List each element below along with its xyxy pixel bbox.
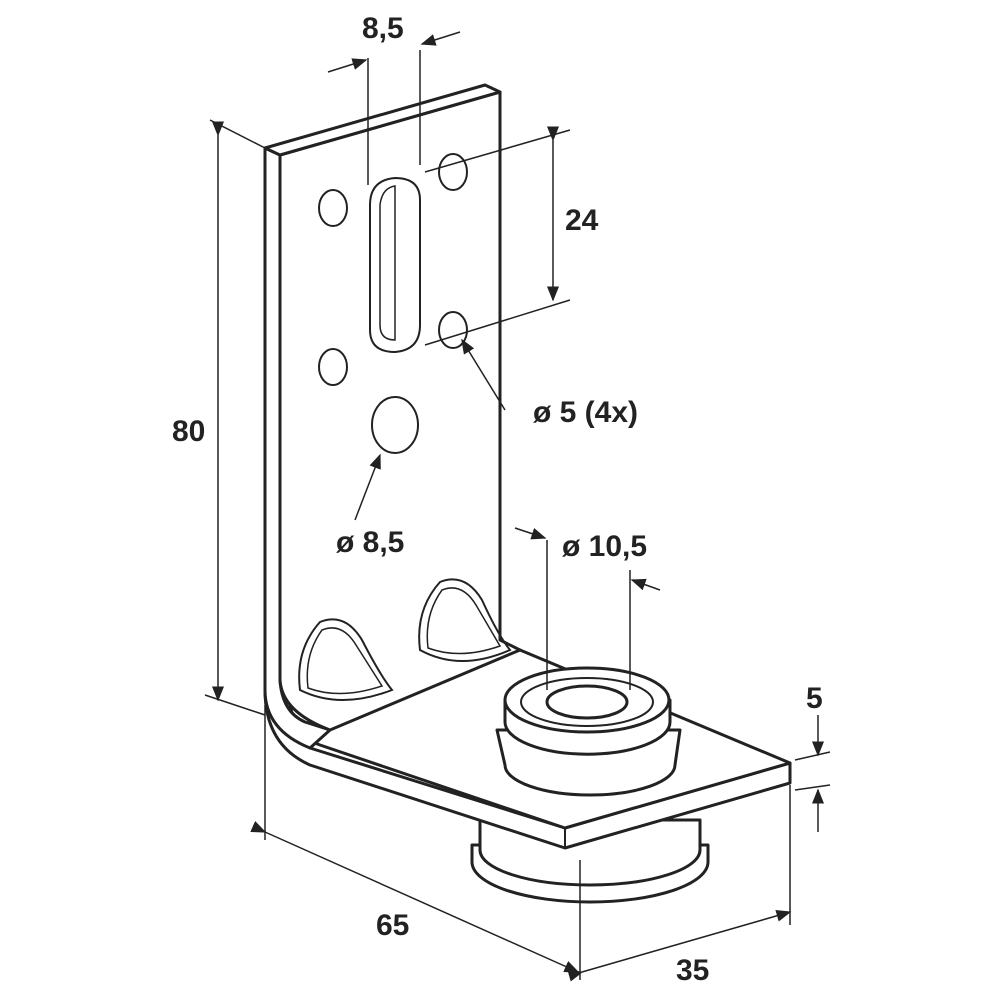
teardrop-slot — [418, 578, 512, 662]
dim-length: 65 — [376, 909, 409, 942]
plate-holes — [298, 153, 512, 701]
large-hole — [371, 396, 419, 454]
dim-thickness: 5 — [806, 682, 823, 715]
dim-slot-width: 8,5 — [362, 12, 404, 45]
dim-height: 80 — [172, 415, 205, 448]
dim-hole-spacing: 24 — [565, 204, 599, 237]
dim-large-hole: ø 8,5 — [336, 526, 404, 559]
small-hole — [438, 153, 468, 191]
small-hole — [318, 348, 348, 386]
dim-bushing-hole: ø 10,5 — [562, 530, 647, 563]
top-bushing — [495, 666, 682, 797]
dimension-lines — [204, 31, 831, 982]
teardrop-slot — [298, 618, 394, 701]
dim-width: 35 — [676, 954, 709, 987]
small-hole — [318, 189, 348, 227]
dim-small-holes: ø 5 (4x) — [533, 396, 638, 429]
vertical-plate — [263, 83, 522, 750]
bushing-hole — [545, 684, 629, 720]
slot — [369, 176, 421, 354]
small-hole — [438, 311, 468, 349]
